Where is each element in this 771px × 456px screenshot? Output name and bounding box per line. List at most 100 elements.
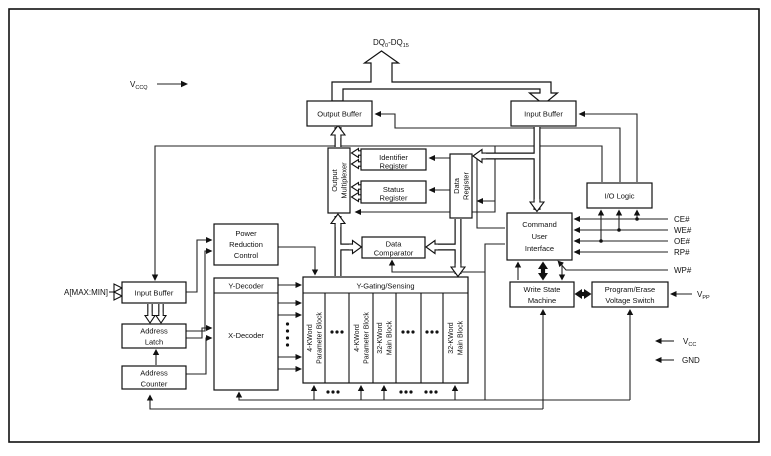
arrowhead: [573, 249, 580, 255]
dot: [330, 330, 334, 334]
power-reduction-control-label: Reduction: [229, 240, 263, 249]
arrowhead: [655, 357, 662, 363]
arrowhead: [295, 354, 302, 360]
dot: [340, 330, 344, 334]
dot: [434, 390, 438, 394]
arrowhead: [295, 312, 302, 318]
arrowhead: [295, 366, 302, 372]
memory-array-box: [302, 276, 469, 384]
write-state-machine-label: Machine: [528, 296, 556, 305]
data-comparator-box: [361, 236, 426, 259]
output-buffer-label: Output Buffer: [317, 110, 362, 119]
wire: [154, 145, 603, 279]
arrowhead: [354, 209, 361, 215]
arrowhead: [206, 325, 213, 331]
power-reduction-control-box: [213, 223, 279, 266]
arrowhead: [538, 273, 548, 281]
arrowhead: [357, 385, 365, 391]
decoder-box: [213, 277, 279, 391]
junction-dot: [635, 217, 639, 221]
dot: [424, 390, 428, 394]
dot: [326, 390, 330, 394]
hollow-arrowheads: [113, 124, 546, 324]
arrowhead: [633, 209, 641, 216]
arrowhead: [295, 300, 302, 306]
address-input-buffer-box: [121, 281, 187, 304]
arrowhead: [152, 349, 160, 355]
rp-label: RP#: [674, 248, 690, 257]
identifier-register-box: [360, 148, 427, 171]
dot: [401, 330, 405, 334]
data-comparator-label: Comparator: [374, 249, 414, 258]
we-label: WE#: [674, 226, 692, 235]
arrowhead: [311, 269, 319, 276]
dot: [335, 330, 339, 334]
wire: [476, 157, 505, 229]
program-erase-voltage-switch-label: Voltage Switch: [605, 296, 654, 305]
arrowhead: [557, 260, 564, 268]
vccq-label: VCCQ: [130, 80, 148, 91]
arrowhead: [597, 209, 605, 216]
dot: [336, 390, 340, 394]
identifier-register-label: Register: [380, 162, 408, 171]
dividers-group: [214, 292, 468, 383]
address-counter-box: [121, 365, 187, 390]
ce-label: CE#: [674, 215, 690, 224]
power-reduction-control-label: Power: [235, 229, 257, 238]
data-register-box: [449, 153, 473, 219]
dot: [399, 390, 403, 394]
arrowhead: [584, 289, 592, 299]
junction-dot: [617, 228, 621, 232]
wire: [356, 146, 496, 213]
arrowhead: [626, 309, 634, 315]
dot: [411, 330, 415, 334]
arrowhead: [113, 291, 124, 301]
dot: [404, 390, 408, 394]
parameter-block-label: Parameter Block: [364, 312, 371, 364]
ellipsis-dots: [285, 322, 439, 394]
signal-labels-group: VCCQ DQ0-DQ15 A[MAX:MIN] CE# WE# OE# RP#…: [64, 38, 710, 365]
dot: [435, 330, 439, 334]
status-register-box: [360, 180, 427, 204]
dot: [430, 330, 434, 334]
address-counter-label: Address: [140, 369, 168, 378]
command-user-interface-label: Interface: [525, 244, 554, 253]
dot: [429, 390, 433, 394]
wire: [580, 113, 638, 182]
dot: [409, 390, 413, 394]
arrowhead: [388, 259, 396, 266]
arrowhead: [655, 338, 662, 344]
program-erase-voltage-switch-label: Program/Erase: [605, 285, 655, 294]
dot: [425, 330, 429, 334]
data-comparator-label: Data: [386, 240, 403, 249]
wire: [186, 239, 210, 293]
arrowhead: [670, 291, 677, 297]
output-buffer-box: [306, 100, 373, 127]
arrowhead: [428, 187, 435, 193]
y-gating-label: Y-Gating/Sensing: [356, 282, 414, 291]
vpp-label: VPP: [697, 290, 710, 301]
arrowhead: [113, 283, 124, 293]
arrowhead: [514, 261, 522, 268]
arrowhead: [151, 274, 159, 281]
command-user-interface-label: Command: [522, 220, 557, 229]
address-latch-label: Latch: [145, 338, 163, 347]
write-state-machine-label: Write State: [524, 285, 561, 294]
dot: [406, 330, 410, 334]
bus-patches: [148, 133, 540, 318]
parameter-block-label: 4-KWord: [354, 324, 361, 352]
arrowhead: [235, 391, 243, 398]
wire: [484, 243, 505, 400]
main-block-label: 32-KWord: [448, 322, 455, 353]
vcc-label: VCC: [683, 337, 696, 348]
oe-label: OE#: [674, 237, 691, 246]
arrowhead: [615, 209, 623, 216]
address-bus-label: A[MAX:MIN]: [64, 288, 108, 297]
arrowhead: [206, 335, 213, 341]
output-multiplexer-label: Output: [330, 168, 339, 191]
wp-label: WP#: [674, 266, 692, 275]
output-multiplexer-label: Multiplexer: [340, 162, 349, 199]
wire: [376, 113, 621, 182]
dot: [285, 322, 290, 326]
